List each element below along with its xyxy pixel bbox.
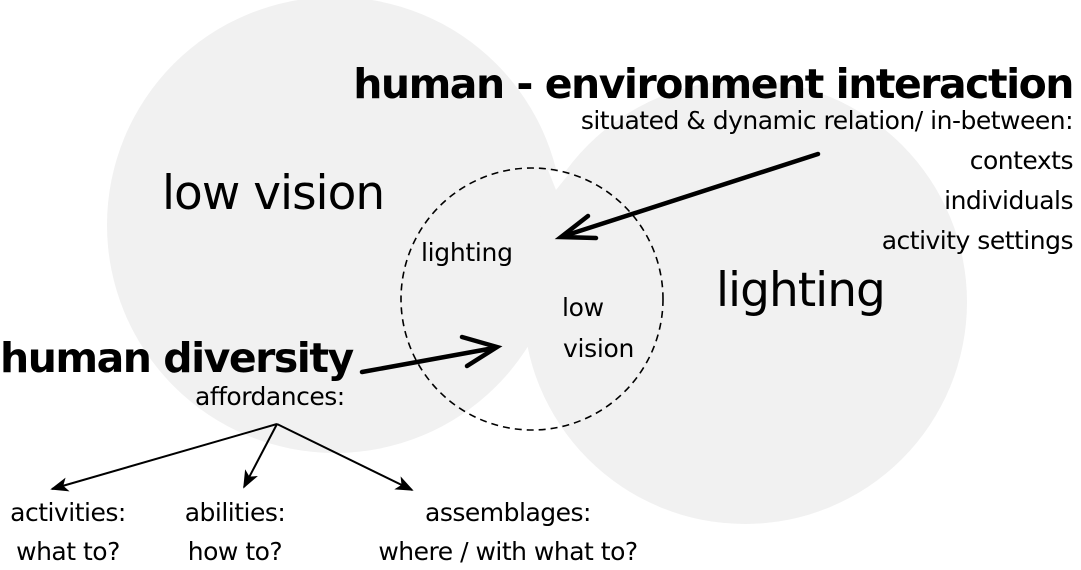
human-environment-subtitle: situated & dynamic relation/ in-between: — [580, 106, 1074, 135]
branch-abilities-question: how to? — [187, 537, 283, 566]
environment-item-activity-settings: activity settings — [881, 226, 1074, 255]
human-diversity-title: human diversity — [0, 334, 354, 382]
affordance-branches — [50, 423, 414, 492]
overlap-dashed-circle — [400, 167, 664, 431]
branch-assemblages-question: where / with what to? — [378, 537, 638, 566]
branch-abilities-label: abilities: — [184, 498, 286, 527]
lighting-circle — [523, 80, 967, 524]
branch-activities-label: activities: — [10, 498, 126, 527]
environment-item-contexts: contexts — [969, 146, 1074, 175]
branch-activities — [50, 423, 278, 492]
branch-abilities — [243, 423, 278, 489]
branch-assemblages-label: assemblages: — [425, 498, 591, 527]
overlap-lighting-label: lighting — [421, 238, 513, 267]
branch-assemblages — [276, 423, 414, 491]
low-vision-circle-label: low vision — [162, 166, 385, 221]
diversity-arrow — [359, 334, 503, 375]
overlap-gap-top — [548, 170, 568, 190]
branch-activities-question: what to? — [16, 537, 120, 566]
affordances-label: affordances: — [195, 382, 345, 411]
overlap-low-label: low — [562, 293, 604, 322]
environment-arrow — [554, 151, 821, 241]
human-environment-title: human - environment interaction — [353, 60, 1074, 108]
low-vision-circle — [107, 0, 563, 453]
overlap-vision-label: vision — [563, 334, 635, 363]
environment-item-individuals: individuals — [944, 186, 1073, 215]
lighting-circle-label: lighting — [716, 263, 886, 318]
